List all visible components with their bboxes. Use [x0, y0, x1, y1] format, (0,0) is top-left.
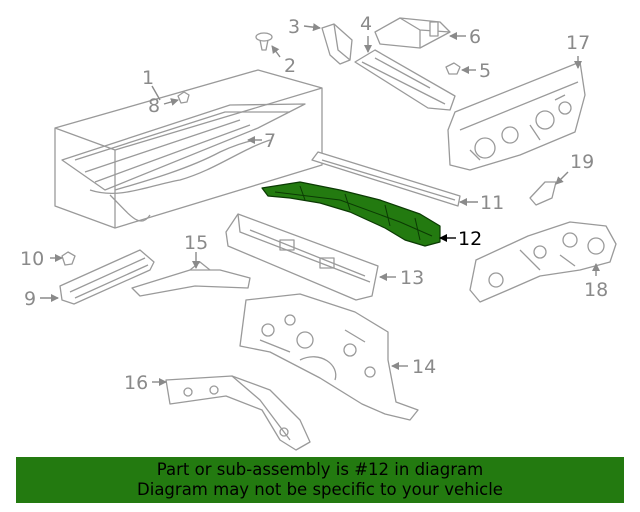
part-12-highlighted-crossmember — [261, 181, 441, 247]
callout-4: 4 — [360, 13, 372, 35]
callout-16: 16 — [124, 372, 148, 394]
callout-13: 13 — [400, 267, 424, 289]
leader-lines — [40, 23, 600, 386]
part-10-fastener — [61, 251, 76, 266]
part-6-block — [374, 17, 451, 49]
part-8-clip — [177, 91, 190, 104]
part-4-cowl-strip — [354, 49, 456, 111]
part-11-panel-strip — [311, 151, 461, 207]
part-7-clip-wire — [114, 139, 256, 191]
part-16-lower-bar — [165, 375, 311, 451]
part-12-shape — [261, 181, 441, 247]
callout-14: 14 — [412, 356, 436, 378]
callout-11: 11 — [480, 192, 504, 214]
callout-3: 3 — [288, 16, 300, 38]
callout-17: 17 — [566, 32, 590, 54]
part-14-dash-panel-lower — [239, 293, 419, 421]
callout-7: 7 — [264, 130, 276, 152]
callout-15: 15 — [184, 232, 208, 254]
part-5-fastener — [445, 62, 461, 75]
part-1-cowl-panel-box — [54, 69, 323, 229]
callout-18: 18 — [584, 279, 608, 301]
callout-1: 1 — [142, 67, 154, 89]
part-13-plenum-panel — [225, 213, 379, 301]
part-9-side-panel — [59, 249, 155, 305]
part-info-banner: Part or sub-assembly is #12 in diagram D… — [16, 457, 624, 503]
banner-line-part: Part or sub-assembly is #12 in diagram — [156, 460, 484, 479]
callout-5: 5 — [479, 60, 491, 82]
part-19-bracket — [529, 181, 557, 206]
callout-9: 9 — [24, 288, 36, 310]
callout-10: 10 — [20, 248, 44, 270]
part-2-pushpin — [255, 32, 273, 51]
callout-6: 6 — [469, 26, 481, 48]
part-17-dash-panel — [447, 61, 586, 171]
part-3-bracket — [321, 23, 353, 65]
callout-8: 8 — [148, 95, 160, 117]
callout-12: 12 — [458, 228, 482, 250]
banner-line-disclaimer: Diagram may not be specific to your vehi… — [137, 480, 503, 499]
callout-labels: 1 2 3 4 5 6 7 8 9 10 11 12 13 14 15 16 1… — [20, 13, 608, 394]
callout-19: 19 — [570, 151, 594, 173]
callout-2: 2 — [284, 55, 296, 77]
